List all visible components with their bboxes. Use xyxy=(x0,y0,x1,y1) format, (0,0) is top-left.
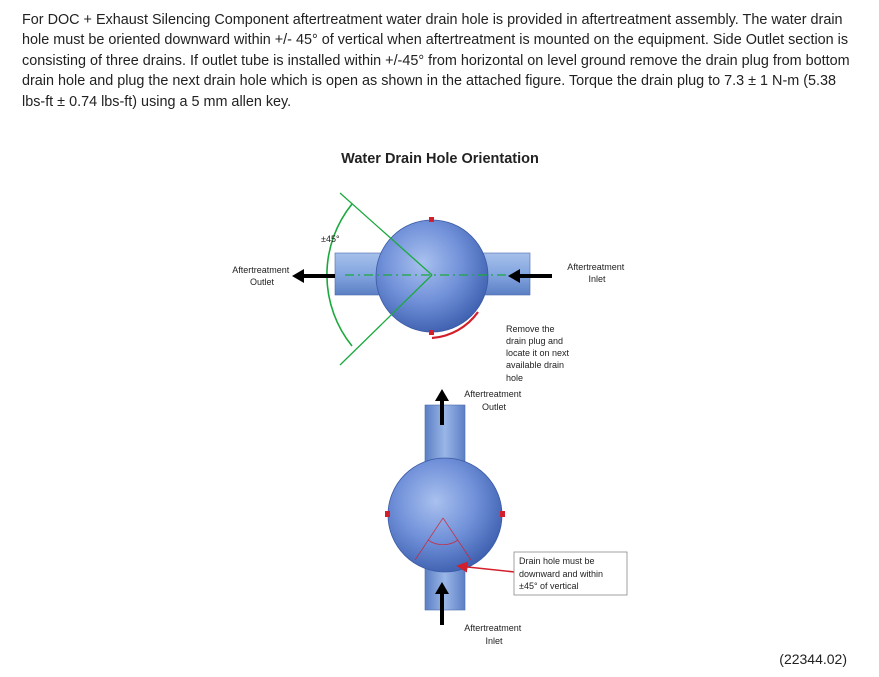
drain-hole-right xyxy=(500,511,505,517)
bottom-inlet-label: Aftertreatment Inlet xyxy=(464,623,524,646)
top-inlet-label: Aftertreatment Inlet xyxy=(567,262,627,284)
bottom-outlet-label: Aftertreatment Outlet xyxy=(464,389,524,412)
callout-box xyxy=(513,551,628,596)
aftertreatment-body xyxy=(375,219,489,333)
guide-line-upper xyxy=(339,192,433,276)
document-id: (22344.02) xyxy=(779,651,847,667)
aftertreatment-body-bottom xyxy=(387,457,503,573)
drain-orientation-callout: Drain hole must be downward and within ±… xyxy=(519,556,606,591)
bottom-view: Aftertreatment Outlet Aftertreatment Inl… xyxy=(385,389,628,646)
angle-label: ±45° xyxy=(321,234,340,244)
top-view: ±45° Aftertreatment Outlet Aftertreatmen… xyxy=(232,192,627,383)
vertical-guide-left xyxy=(414,517,444,561)
vertical-guide-right xyxy=(442,517,472,561)
outlet-tube-vertical xyxy=(424,404,466,466)
inlet-arrow-head xyxy=(508,269,520,283)
intro-paragraph: For DOC + Exhaust Silencing Component af… xyxy=(22,12,850,110)
drain-hole-left xyxy=(385,511,390,517)
outlet-arrow-head xyxy=(292,269,304,283)
outlet-up-arrow-head xyxy=(435,389,449,401)
remove-plug-callout: Remove the drain plug and locate it on n… xyxy=(506,324,572,383)
top-outlet-label: Aftertreatment Outlet xyxy=(232,265,292,287)
callout-leader xyxy=(456,561,516,573)
rotation-arc xyxy=(431,311,479,340)
guide-line-lower xyxy=(339,274,433,366)
figure-title: Water Drain Hole Orientation xyxy=(341,151,539,167)
drain-hole-bottom xyxy=(429,330,434,335)
vertical-angle-arc xyxy=(427,539,459,546)
inlet-up-arrow-head xyxy=(435,582,449,594)
drain-hole-top xyxy=(429,217,434,222)
